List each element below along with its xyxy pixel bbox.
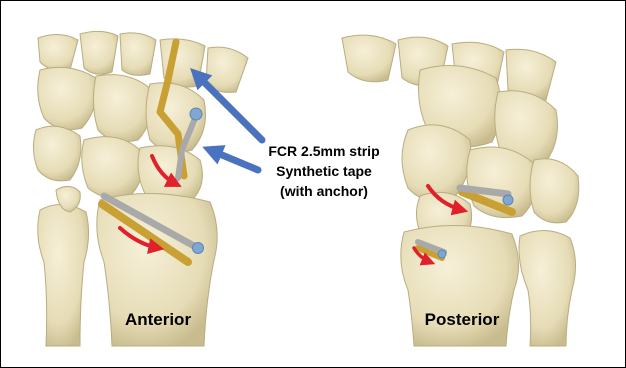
anchor-posterior-lower	[438, 250, 446, 258]
label-anterior: Anterior	[125, 310, 192, 329]
label-synthetic-tape: Synthetic tape	[276, 163, 372, 179]
anchor-posterior-upper	[503, 195, 513, 205]
label-fcr-strip: FCR 2.5mm strip	[268, 143, 379, 159]
anchor-anterior-distal	[193, 243, 204, 254]
label-with-anchor: (with anchor)	[280, 183, 368, 199]
anterior-wrist-bones	[33, 31, 248, 346]
pointer-arrow-synthetic-tape	[210, 150, 258, 170]
label-posterior: Posterior	[425, 310, 500, 329]
anchor-anterior-proximal	[190, 108, 202, 120]
